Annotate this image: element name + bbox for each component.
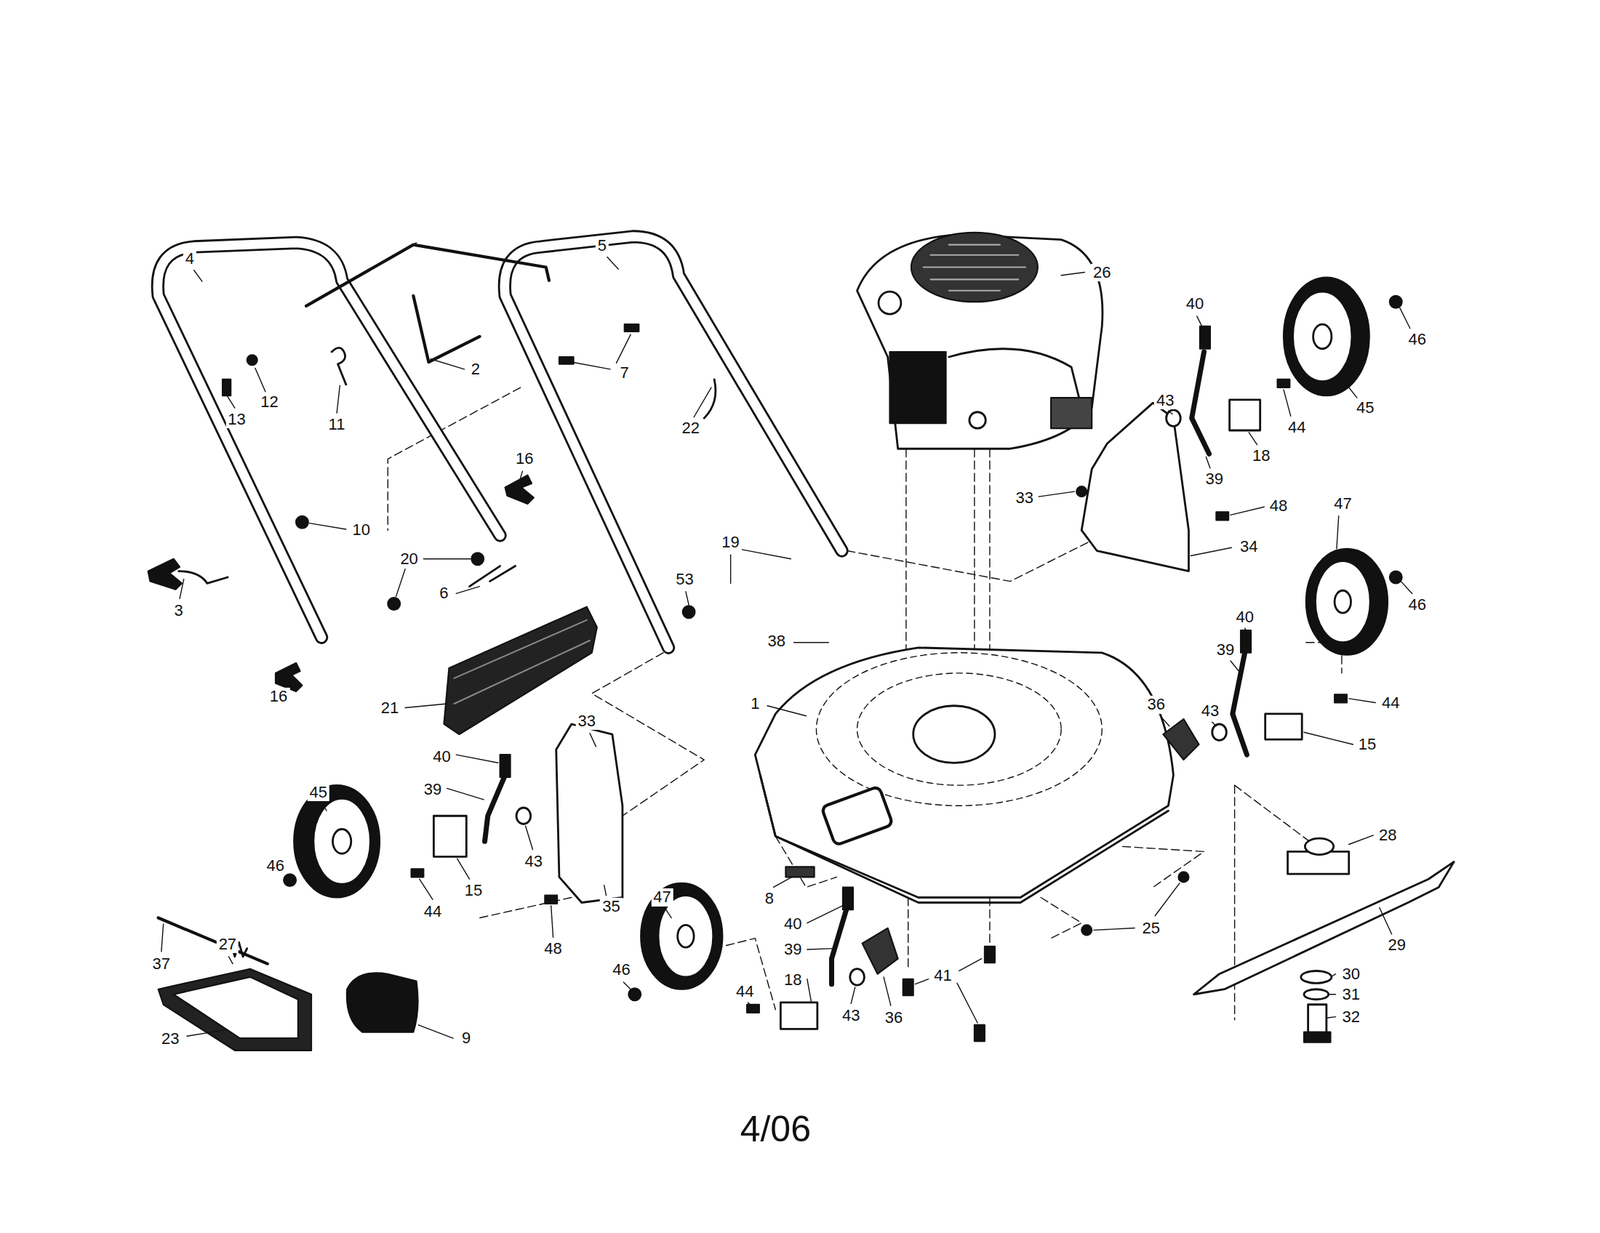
callout-number: 18 xyxy=(1250,447,1272,465)
handles xyxy=(157,236,843,648)
callout-number: 36 xyxy=(1144,696,1167,714)
callout-number: 28 xyxy=(1376,826,1399,845)
callout-number: 46 xyxy=(1406,596,1429,614)
date-code: 4/06 xyxy=(738,1109,814,1150)
callout-number: 48 xyxy=(1267,497,1290,515)
callout-number: 43 xyxy=(1199,702,1222,720)
callout-number: 8 xyxy=(762,890,776,908)
callout-number: 16 xyxy=(267,688,290,706)
callout-number: 15 xyxy=(462,882,485,900)
callout-number: 46 xyxy=(610,961,632,979)
callout-number: 44 xyxy=(1379,693,1402,712)
callout-number: 21 xyxy=(378,698,401,717)
callout-number: 40 xyxy=(781,915,804,934)
bracket xyxy=(1081,402,1189,571)
callout-number: 23 xyxy=(159,1030,182,1048)
callout-number: 6 xyxy=(437,584,451,603)
callout-number: 33 xyxy=(1013,488,1035,507)
height-adjusters xyxy=(433,326,1302,1030)
callout-number: 38 xyxy=(765,632,787,651)
callout-number: 5 xyxy=(595,237,609,255)
callout-number: 44 xyxy=(421,903,444,921)
callout-number: 40 xyxy=(430,748,453,766)
rear-parts xyxy=(158,918,419,1051)
callout-number: 27 xyxy=(216,936,239,954)
callout-number: 13 xyxy=(225,410,248,428)
callout-number: 29 xyxy=(1386,936,1408,955)
callout-number: 39 xyxy=(781,941,804,959)
callout-number: 53 xyxy=(673,570,696,589)
callout-number: 47 xyxy=(1331,495,1354,513)
callout-number: 18 xyxy=(781,971,804,990)
callout-number: 30 xyxy=(1339,965,1362,984)
callout-number: 11 xyxy=(326,415,348,433)
callout-number: 37 xyxy=(149,955,172,974)
callout-number: 46 xyxy=(264,857,287,875)
callout-number: 22 xyxy=(680,419,702,438)
deck xyxy=(754,648,1174,904)
callout-number: 15 xyxy=(1356,736,1379,754)
callout-number: 48 xyxy=(541,940,564,958)
blade-assembly xyxy=(1193,838,1454,1043)
assembly-lines xyxy=(306,242,1342,1021)
callout-number: 39 xyxy=(1202,470,1225,488)
callout-number: 44 xyxy=(733,982,756,1000)
leader-lines xyxy=(161,257,1413,1040)
bolts xyxy=(411,324,1347,1042)
callout-number: 40 xyxy=(1184,295,1206,313)
callout-number: 46 xyxy=(1406,330,1429,349)
callout-number: 40 xyxy=(1233,608,1256,627)
callout-number: 31 xyxy=(1339,986,1362,1004)
callout-number: 35 xyxy=(600,898,622,916)
callout-number: 39 xyxy=(421,781,444,799)
wheels xyxy=(283,277,1402,1002)
callout-number: 43 xyxy=(1154,392,1176,410)
callout-number: 36 xyxy=(882,1009,905,1027)
callout-number: 20 xyxy=(397,550,420,568)
callout-number: 33 xyxy=(576,712,598,731)
callout-number: 10 xyxy=(349,521,372,539)
callout-number: 1 xyxy=(748,695,762,713)
callout-number: 41 xyxy=(931,967,954,985)
callout-number: 2 xyxy=(469,360,483,379)
callout-number: 7 xyxy=(618,364,632,382)
callout-number: 16 xyxy=(513,450,536,468)
callout-number: 19 xyxy=(719,533,742,552)
callout-number: 12 xyxy=(258,393,280,411)
callout-number: 47 xyxy=(650,888,673,907)
callout-number: 44 xyxy=(1285,418,1308,437)
callout-number: 43 xyxy=(840,1007,862,1025)
callout-number: 32 xyxy=(1339,1008,1362,1027)
flap xyxy=(443,607,597,735)
callout-number: 9 xyxy=(459,1029,473,1048)
callout-number: 3 xyxy=(171,602,185,620)
callout-number: 34 xyxy=(1237,538,1260,556)
callout-number: 39 xyxy=(1214,640,1237,659)
callout-number: 45 xyxy=(1354,399,1376,417)
bracket xyxy=(556,724,623,903)
callout-number: 4 xyxy=(183,250,197,268)
callout-number: 45 xyxy=(307,784,330,802)
callout-number: 26 xyxy=(1090,263,1113,281)
callout-number: 25 xyxy=(1139,919,1162,937)
engine xyxy=(857,232,1103,449)
callout-number: 43 xyxy=(522,853,545,871)
